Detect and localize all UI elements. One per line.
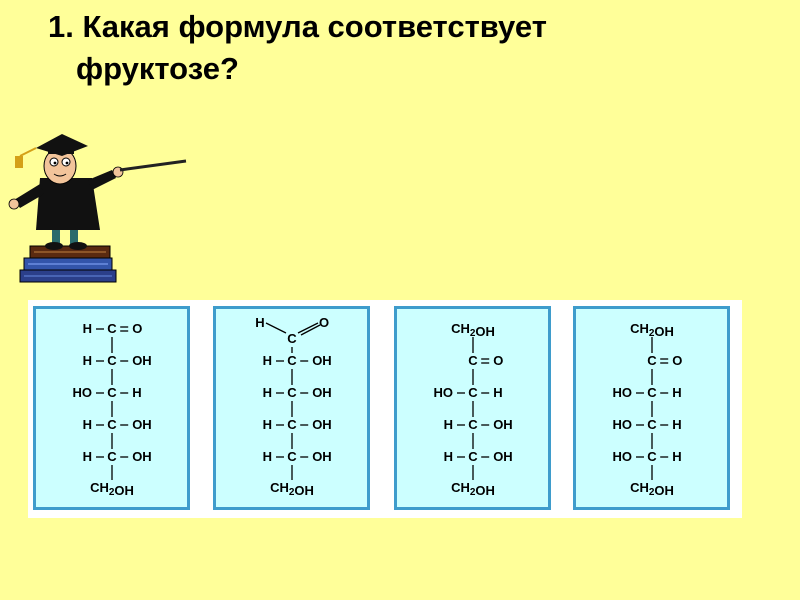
formula-bond (297, 322, 319, 334)
formula-atom: CH2OH (270, 480, 314, 498)
formula-atom: OH (312, 385, 332, 400)
formula-atom: HO (613, 417, 633, 432)
formula-atom: C (287, 449, 297, 464)
formula-atom: C (647, 353, 657, 368)
formula-atom: CH2OH (90, 480, 134, 498)
formula-atom: C (468, 449, 478, 464)
formula-atom: C (468, 417, 478, 432)
formula-atom: C (107, 321, 117, 336)
formula-atom: OH (312, 353, 332, 368)
formula-atom: OH (312, 449, 332, 464)
formula-atom: C (287, 353, 297, 368)
formula-atom: HO (434, 385, 454, 400)
question-line-2: фруктозе? (76, 51, 239, 86)
formula-atom: OH (312, 417, 332, 432)
formula-atom: C (287, 331, 297, 346)
formula-atom: OH (132, 353, 152, 368)
formula-atom: H (493, 385, 502, 400)
formula-atom: HO (613, 449, 633, 464)
formula-bond (265, 322, 287, 334)
formula-atom: H (263, 353, 272, 368)
question-line-1: 1. Какая формула соответствует (48, 9, 547, 44)
formula-atom: H (263, 385, 272, 400)
formula-atom: OH (132, 417, 152, 432)
formula-atom: C (647, 417, 657, 432)
formula-atom: HO (613, 385, 633, 400)
formula-atom: C (107, 353, 117, 368)
formula-atom: C (107, 385, 117, 400)
formula-atom: H (255, 315, 264, 330)
formula-atom: CH2OH (451, 480, 495, 498)
formula-atom: H (132, 385, 141, 400)
formula-atom: H (83, 321, 92, 336)
formula-atom: H (444, 449, 453, 464)
formula-atom: C (287, 417, 297, 432)
formula-atom: C (468, 353, 478, 368)
formula-bond (300, 324, 321, 336)
formula-atom: C (107, 449, 117, 464)
formula-atom: C (647, 385, 657, 400)
formula-atom: H (83, 353, 92, 368)
formula-atom: CH2OH (630, 480, 674, 498)
formula-atom: H (263, 449, 272, 464)
professor-with-pointer-icon (8, 134, 187, 283)
formula-atom: OH (493, 417, 513, 432)
formula-atom: C (107, 417, 117, 432)
formula-atom: H (83, 417, 92, 432)
formula-atom: C (287, 385, 297, 400)
formula-atom: O (672, 353, 682, 368)
formula-atom: C (468, 385, 478, 400)
formula-atom: H (83, 449, 92, 464)
formula-atom: H (672, 417, 681, 432)
question-title: 1. Какая формула соответствует фруктозе? (48, 6, 748, 90)
formula-atom: H (672, 449, 681, 464)
formula-atom: H (263, 417, 272, 432)
formula-atom: H (672, 385, 681, 400)
formula-atom: O (493, 353, 503, 368)
formula-atom: O (132, 321, 142, 336)
formula-atom: C (647, 449, 657, 464)
formula-atom: CH2OH (630, 321, 674, 339)
formula-atom: O (319, 315, 329, 330)
formula-atom: CH2OH (451, 321, 495, 339)
formula-atom: H (444, 417, 453, 432)
formula-atom: OH (493, 449, 513, 464)
formula-atom: OH (132, 449, 152, 464)
formula-atom: HO (73, 385, 93, 400)
